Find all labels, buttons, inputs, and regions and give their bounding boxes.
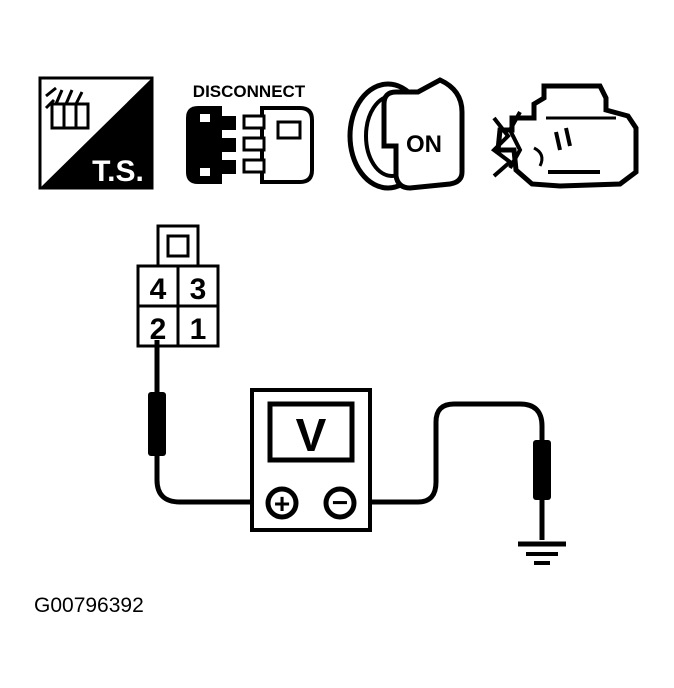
troubleshooting-icon: T.S. (38, 76, 154, 190)
ignition-on-label: ON (406, 131, 442, 158)
ignition-key-icon: ON (347, 77, 465, 191)
positive-terminal (265, 486, 299, 520)
harness-connector: 4 3 2 1 (136, 224, 220, 348)
disconnect-label: DISCONNECT (193, 82, 306, 101)
engine-icon (490, 83, 639, 189)
positive-terminal-symbol: + (274, 488, 290, 519)
voltmeter: V + − (250, 388, 372, 532)
pin-4-label: 4 (150, 273, 167, 306)
negative-terminal (323, 486, 357, 520)
negative-terminal-symbol: − (332, 487, 348, 518)
pin-3-label: 3 (190, 273, 207, 306)
ts-label: T.S. (92, 155, 144, 188)
figure-code: G00796392 (34, 594, 144, 617)
pin-1-label: 1 (190, 313, 207, 346)
positive-probe-lead (148, 340, 270, 505)
voltmeter-display: V (296, 409, 327, 461)
connector-disconnect-icon: DISCONNECT (186, 82, 314, 184)
negative-probe-lead (355, 401, 551, 540)
mini-connector-icon (44, 86, 90, 130)
pin-2-label: 2 (150, 313, 167, 346)
ground-icon (518, 541, 566, 565)
